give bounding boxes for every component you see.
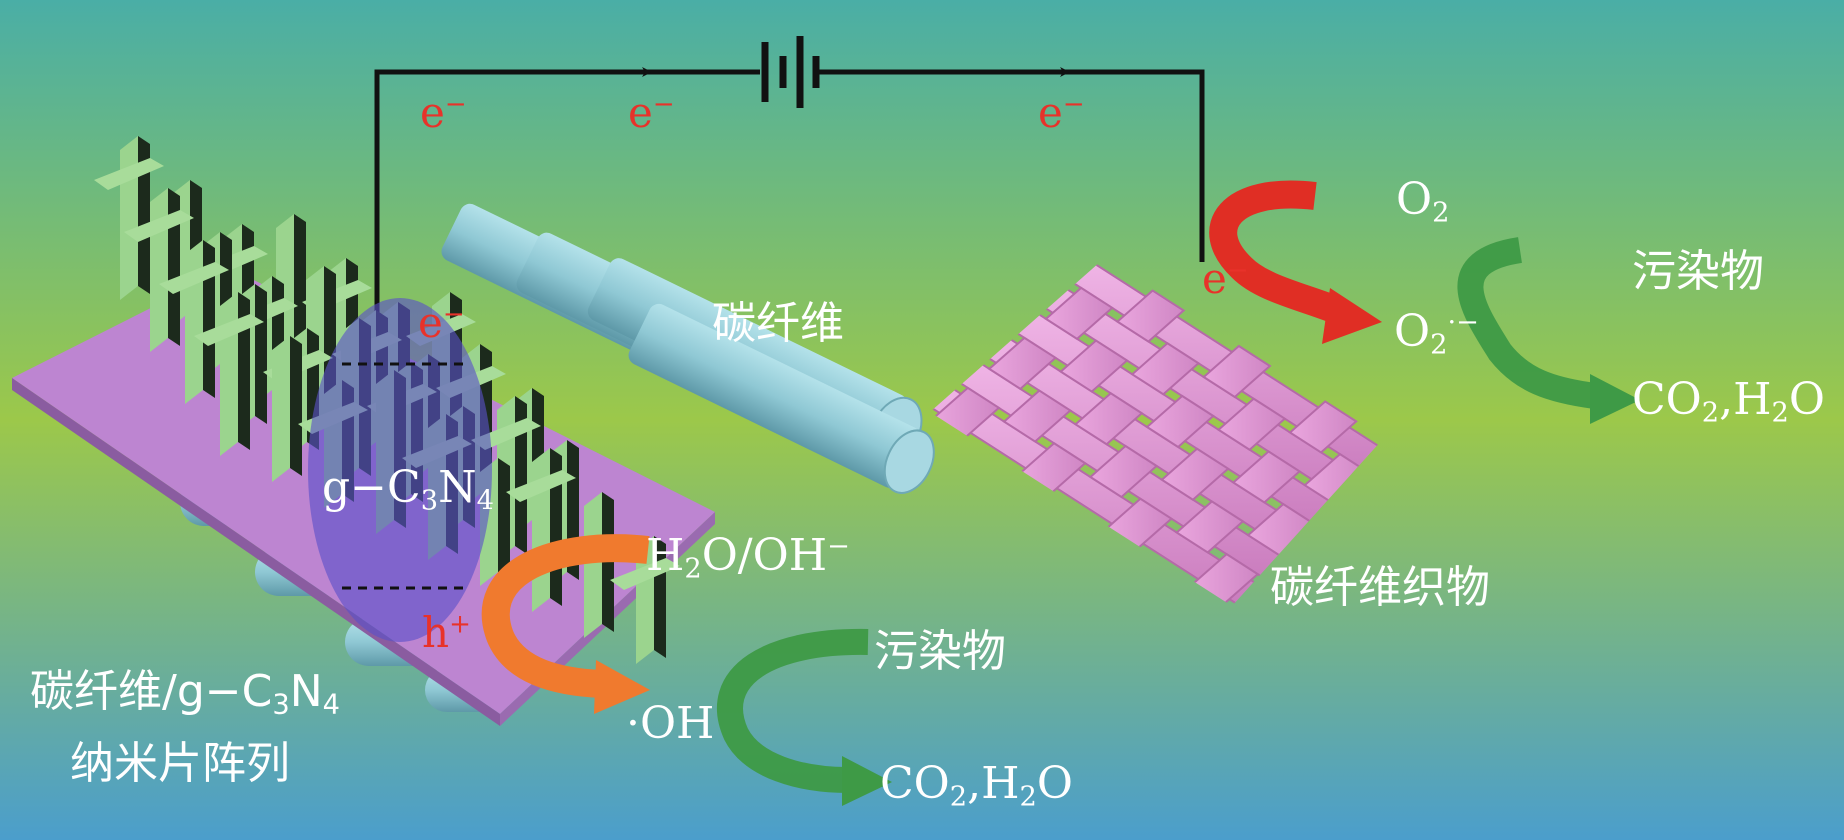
carbon-fiber-label: 碳纤维	[712, 298, 844, 349]
pollutant-degradation-arrow	[717, 628, 892, 806]
pollutant-label: 污染物	[1632, 246, 1764, 297]
anode-label-line2: 纳米片阵列	[70, 738, 290, 789]
nanosheet	[194, 292, 264, 456]
pollutant-degradation-arrow	[1457, 237, 1640, 424]
product-label: CO2,H2O	[880, 758, 1073, 813]
nanosheet	[584, 492, 614, 638]
circuit-wire-right	[818, 69, 1205, 262]
substrate-edge	[12, 378, 500, 726]
electron-label: e−	[1038, 88, 1085, 137]
nanosheet	[610, 536, 680, 664]
carbon-fabric-electrode	[930, 262, 1402, 606]
hydroxyl-radical-label: ·OH	[626, 698, 715, 749]
anode-label-line1: 碳纤维/g−C3N4	[30, 666, 340, 721]
electron-label: e−	[420, 88, 467, 137]
superoxide-label: O2·−	[1394, 306, 1479, 361]
carbon-fiber-cylinders	[441, 203, 935, 494]
nanosheet	[124, 188, 194, 352]
nanosheet	[159, 240, 229, 404]
electron-label: e−	[418, 298, 465, 347]
water-oxidation-arrow	[481, 534, 650, 714]
fabric-label: 碳纤维织物	[1270, 562, 1490, 613]
hole-label: h+	[422, 608, 471, 657]
electron-label: e−	[628, 88, 675, 137]
nanosheet	[94, 136, 164, 300]
band-region-ellipse	[308, 298, 492, 642]
nanosheet	[272, 336, 302, 482]
pollutant-label: 污染物	[874, 626, 1006, 677]
o2-reduction-arrow	[1209, 180, 1382, 344]
battery-icon	[761, 36, 820, 108]
oxygen-label: O2	[1396, 174, 1450, 229]
electron-label: e−	[1202, 254, 1249, 303]
water-reactant-label: H2O/OH−	[646, 530, 850, 585]
product-label: CO2,H2O	[1632, 374, 1825, 429]
semiconductor-label: g−C3N4	[322, 462, 494, 517]
